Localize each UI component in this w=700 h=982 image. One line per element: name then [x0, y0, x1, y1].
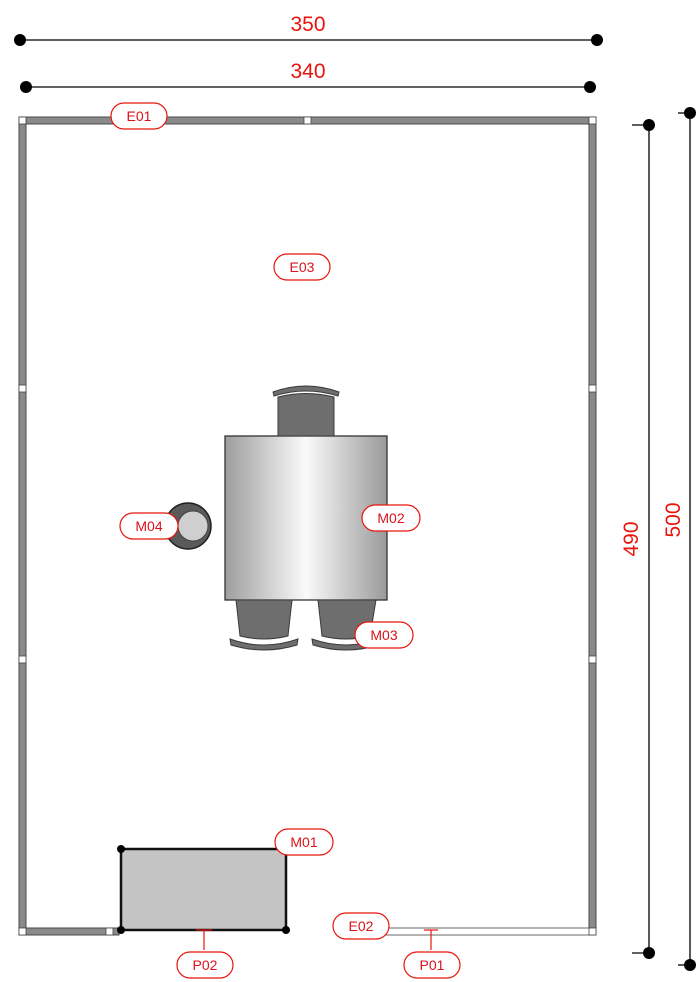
tag-p02-label: P02	[193, 957, 218, 973]
tag-e03[interactable]: E03	[273, 253, 331, 281]
tag-e01[interactable]: E01	[110, 102, 168, 130]
chair-bottom-left	[229, 599, 299, 651]
wall-left	[18, 116, 27, 936]
wall-bottom-left	[18, 927, 120, 936]
wall-bottom-right	[383, 927, 597, 936]
round-stool	[164, 502, 212, 550]
table-top	[224, 435, 388, 601]
tag-e02-label: E02	[349, 918, 374, 934]
tag-p01-label: P01	[420, 957, 445, 973]
walls	[18, 116, 597, 936]
dimension-label-500: 500	[662, 502, 685, 537]
chair-top	[272, 385, 340, 437]
tag-e01-label: E01	[127, 108, 152, 124]
tag-m01-label: M01	[290, 834, 317, 850]
dimension-outer-width: 350	[14, 13, 603, 46]
dimension-label-340: 340	[290, 60, 325, 83]
tag-p02[interactable]: P02	[176, 951, 234, 979]
tag-m01[interactable]: M01	[274, 828, 334, 856]
tag-m03[interactable]: M03	[354, 621, 414, 649]
dimension-label-490: 490	[620, 521, 643, 556]
tag-m03-label: M03	[370, 627, 397, 643]
tag-e02[interactable]: E02	[332, 912, 390, 940]
dimension-label-350: 350	[290, 13, 325, 36]
dimension-inner-height: 490	[620, 119, 655, 959]
tag-e03-label: E03	[290, 259, 315, 275]
dimension-inner-width: 340	[20, 60, 596, 93]
tag-m04-label: M04	[135, 518, 162, 534]
desk	[117, 845, 290, 934]
wall-right	[588, 116, 597, 936]
tag-m04[interactable]: M04	[119, 512, 179, 540]
dining-table	[224, 435, 388, 601]
tag-m02-label: M02	[377, 510, 404, 526]
tag-m02[interactable]: M02	[361, 504, 421, 532]
tag-p01[interactable]: P01	[403, 951, 461, 979]
desk-top	[119, 847, 288, 932]
dimension-outer-height: 500	[662, 107, 696, 971]
